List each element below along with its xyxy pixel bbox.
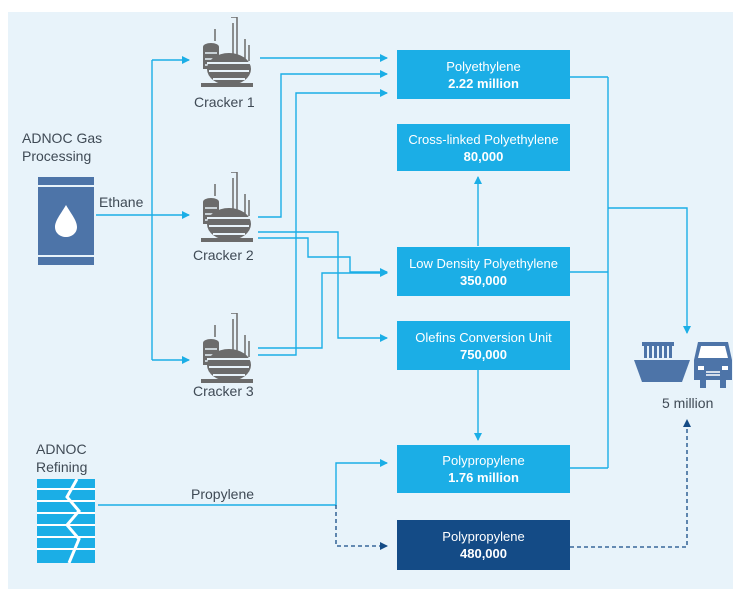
polyethylene-box: Polyethylene 2.22 million bbox=[397, 50, 570, 99]
product-capacity: 750,000 bbox=[460, 346, 507, 362]
refining-title-line2: Refining bbox=[36, 459, 88, 475]
cracker2-to-ldpe-line bbox=[258, 237, 388, 276]
product-name: Olefins Conversion Unit bbox=[415, 329, 552, 345]
product-name: Polyethylene bbox=[446, 58, 521, 74]
propylene-label: Propylene bbox=[191, 486, 255, 502]
adnoc-gas-processing-title: ADNOC Gas Processing bbox=[22, 129, 102, 165]
olefins-conversion-unit-box: Olefins Conversion Unit 750,000 bbox=[397, 321, 570, 370]
gas-title-line1: ADNOC Gas bbox=[22, 130, 103, 146]
cracker-3-label: Cracker 3 bbox=[193, 383, 254, 399]
refining-title-line1: ADNOC bbox=[36, 441, 87, 457]
cracker-icon bbox=[201, 172, 253, 242]
diagram-background bbox=[8, 12, 733, 589]
propylene-to-pp480-dashed-arrow bbox=[335, 505, 388, 550]
cracker2-to-olefins-arrow bbox=[258, 231, 388, 342]
product-capacity: 80,000 bbox=[463, 148, 504, 164]
pp480-to-output-dashed-arrow bbox=[570, 419, 691, 548]
collector-to-output-arrow bbox=[608, 207, 691, 334]
product-capacity: 2.22 million bbox=[448, 75, 519, 91]
cracker-1-label: Cracker 1 bbox=[194, 94, 255, 110]
ethane-label: Ethane bbox=[99, 194, 144, 210]
cross-linked-polyethylene-box: Cross-linked Polyethylene 80,000 bbox=[397, 124, 570, 171]
product-capacity: 1.76 million bbox=[448, 470, 519, 485]
oil-tank-icon bbox=[38, 177, 94, 265]
truck-icon bbox=[694, 342, 732, 388]
output-total-label: 5 million bbox=[662, 395, 714, 411]
polypropylene-480k-box: Polypropylene 480,000 bbox=[397, 520, 570, 570]
product-name: Cross-linked Polyethylene bbox=[408, 131, 559, 147]
cracker2-to-polyethylene-arrow bbox=[258, 70, 388, 218]
cracker-icon bbox=[201, 17, 253, 87]
ship-icon bbox=[634, 342, 690, 382]
cracker3-to-ldpe-arrow bbox=[258, 269, 388, 349]
gas-title-line2: Processing bbox=[22, 148, 92, 164]
product-name: Polypropylene bbox=[442, 529, 525, 544]
product-capacity: 350,000 bbox=[460, 272, 507, 288]
refinery-tank-icon bbox=[37, 479, 95, 563]
low-density-polyethylene-box: Low Density Polyethylene 350,000 bbox=[397, 247, 570, 296]
adnoc-refining-title: ADNOC Refining bbox=[36, 440, 87, 476]
cracker3-to-polyethylene-arrow bbox=[258, 89, 388, 356]
product-name: Polypropylene bbox=[442, 453, 525, 468]
product-name: Low Density Polyethylene bbox=[409, 255, 558, 271]
product-capacity: 480,000 bbox=[460, 546, 507, 561]
propylene-line bbox=[98, 459, 388, 506]
cracker-2-label: Cracker 2 bbox=[193, 247, 254, 263]
cracker-icon bbox=[201, 313, 253, 383]
polypropylene-box: Polypropylene 1.76 million bbox=[397, 445, 570, 493]
